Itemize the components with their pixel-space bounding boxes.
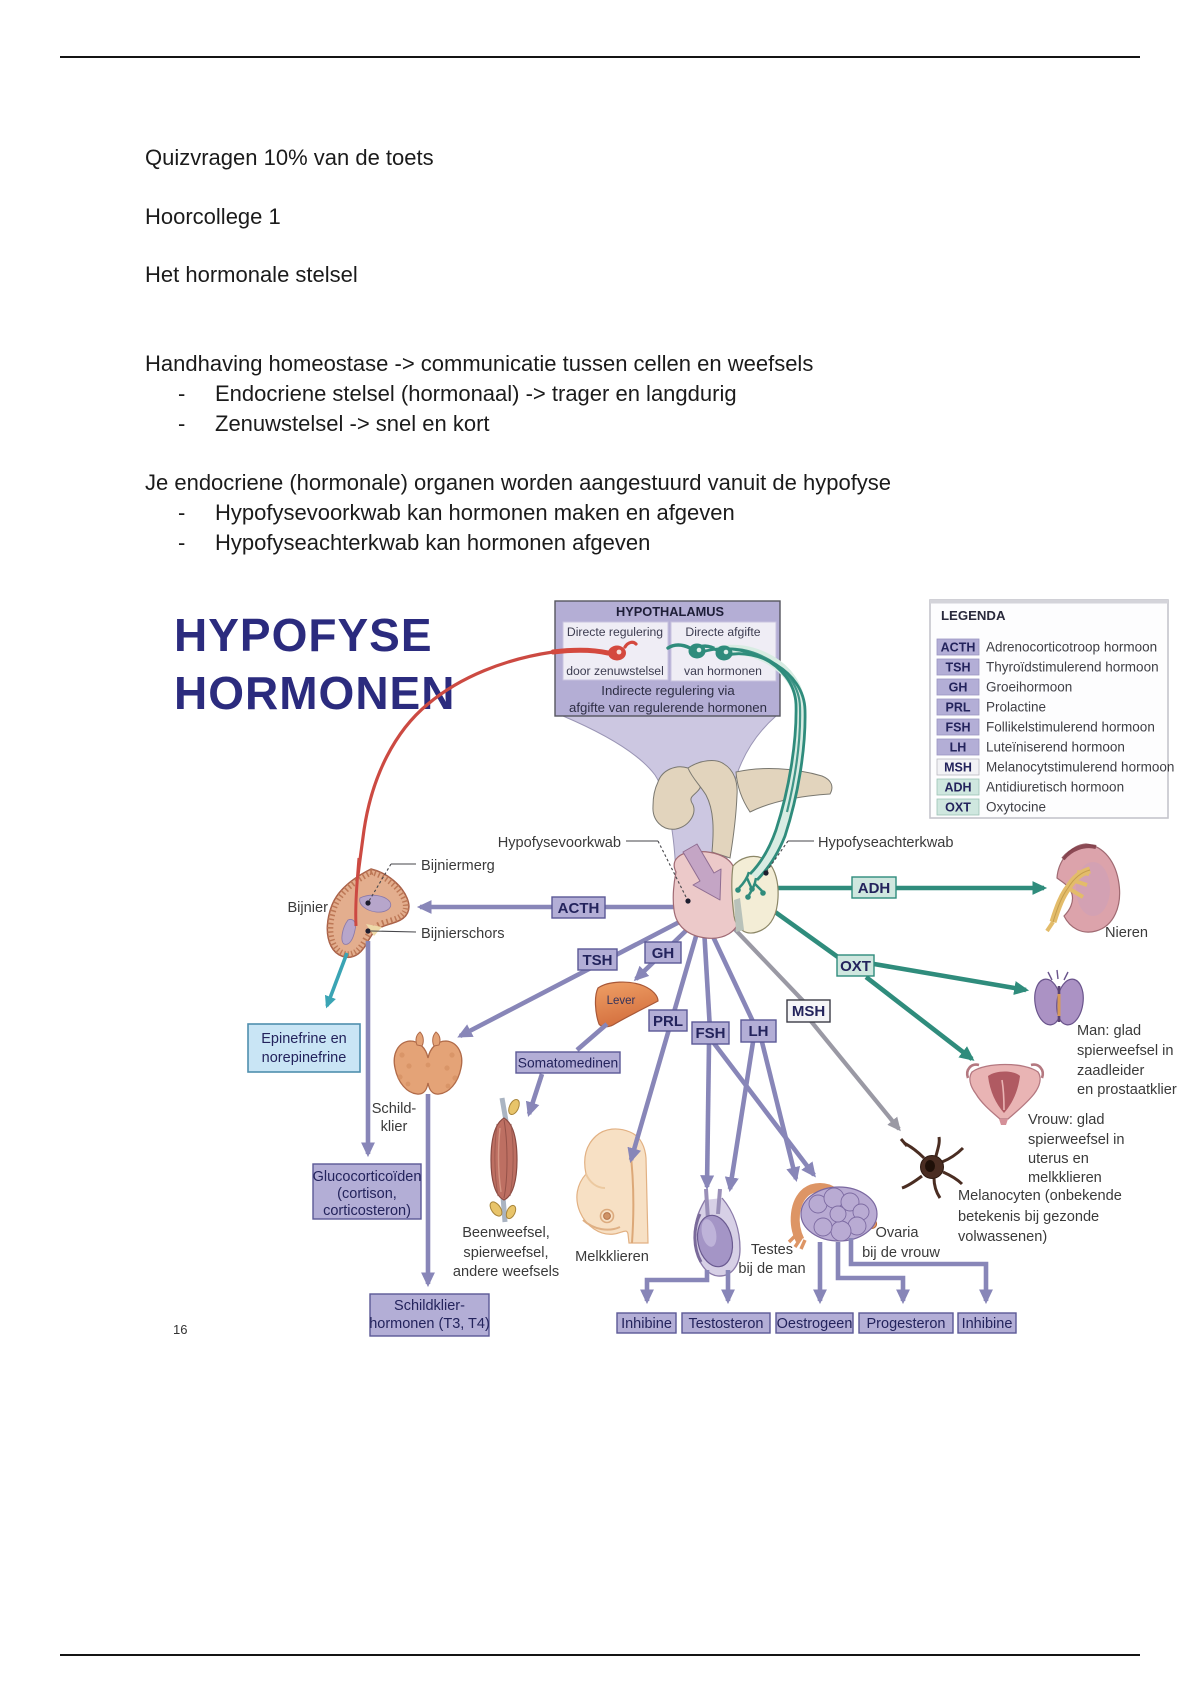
svg-text:ADH: ADH — [858, 880, 891, 897]
svg-text:TSH: TSH — [946, 661, 971, 675]
svg-text:Epinefrine en: Epinefrine en — [261, 1031, 346, 1047]
svg-text:Somatomedinen: Somatomedinen — [518, 1056, 618, 1071]
svg-text:Luteïniserend hormoon: Luteïniserend hormoon — [986, 740, 1125, 755]
svg-text:Melanocytstimulerend hormoon: Melanocytstimulerend hormoon — [986, 760, 1174, 775]
svg-text:Bijniermerg: Bijniermerg — [421, 858, 495, 874]
svg-text:Inhibine: Inhibine — [962, 1316, 1013, 1332]
svg-text:ADH: ADH — [944, 781, 971, 795]
svg-text:volwassenen): volwassenen) — [958, 1229, 1047, 1245]
svg-text:andere weefsels: andere weefsels — [453, 1264, 559, 1280]
svg-text:HORMONEN: HORMONEN — [174, 667, 455, 719]
svg-text:Hypofysevoorkwab: Hypofysevoorkwab — [498, 835, 621, 851]
svg-text:Directe regulering: Directe regulering — [567, 625, 663, 639]
svg-text:LEGENDA: LEGENDA — [941, 608, 1006, 623]
svg-text:Groeihormoon: Groeihormoon — [986, 680, 1072, 695]
svg-text:Oestrogeen: Oestrogeen — [777, 1316, 853, 1332]
svg-text:norepinefrine: norepinefrine — [262, 1050, 347, 1066]
svg-text:afgifte van regulerende hormon: afgifte van regulerende hormonen — [569, 700, 767, 715]
svg-text:spierweefsel in: spierweefsel in — [1028, 1132, 1125, 1148]
svg-text:Testes: Testes — [751, 1242, 793, 1258]
svg-text:bij de vrouw: bij de vrouw — [862, 1245, 940, 1261]
svg-text:Testosteron: Testosteron — [689, 1316, 764, 1332]
svg-text:Oxytocine: Oxytocine — [986, 800, 1046, 815]
svg-text:melkklieren: melkklieren — [1028, 1170, 1102, 1186]
svg-text:OXT: OXT — [840, 958, 871, 975]
svg-text:Beenweefsel,: Beenweefsel, — [462, 1225, 550, 1241]
svg-text:TSH: TSH — [583, 952, 613, 969]
svg-text:Nieren: Nieren — [1105, 925, 1148, 941]
svg-text:hormonen (T3, T4): hormonen (T3, T4) — [369, 1316, 490, 1332]
svg-text:ACTH: ACTH — [558, 900, 600, 917]
svg-text:Bijnierschors: Bijnierschors — [421, 926, 505, 942]
svg-text:betekenis bij gezonde: betekenis bij gezonde — [958, 1209, 1099, 1225]
svg-text:uterus en: uterus en — [1028, 1151, 1089, 1167]
svg-text:LH: LH — [749, 1023, 769, 1040]
svg-text:bij de man: bij de man — [738, 1261, 805, 1277]
svg-text:FSH: FSH — [946, 721, 971, 735]
svg-text:corticosteron): corticosteron) — [323, 1203, 411, 1219]
svg-text:Adrenocorticotroop hormoon: Adrenocorticotroop hormoon — [986, 640, 1157, 655]
svg-text:Man: glad: Man: glad — [1077, 1023, 1141, 1039]
svg-text:GH: GH — [949, 681, 968, 695]
svg-text:PRL: PRL — [946, 701, 971, 715]
svg-text:Follikelstimulerend hormoon: Follikelstimulerend hormoon — [986, 720, 1155, 735]
svg-text:Directe afgifte: Directe afgifte — [685, 625, 760, 639]
svg-text:ACTH: ACTH — [941, 641, 976, 655]
svg-text:Vrouw: glad: Vrouw: glad — [1028, 1112, 1105, 1128]
svg-text:Glucocorticoïden: Glucocorticoïden — [313, 1169, 422, 1185]
svg-text:(cortison,: (cortison, — [337, 1186, 397, 1202]
svg-text:FSH: FSH — [696, 1025, 726, 1042]
svg-text:Ovaria: Ovaria — [876, 1225, 920, 1241]
svg-text:Inhibine: Inhibine — [621, 1316, 672, 1332]
svg-text:zaadleider: zaadleider — [1077, 1063, 1144, 1079]
svg-text:spierweefsel,: spierweefsel, — [463, 1245, 548, 1261]
svg-text:Hypofyseachterkwab: Hypofyseachterkwab — [818, 835, 953, 851]
svg-text:klier: klier — [381, 1119, 408, 1135]
svg-text:Antidiuretisch hormoon: Antidiuretisch hormoon — [986, 780, 1124, 795]
svg-text:MSH: MSH — [792, 1003, 825, 1020]
svg-text:MSH: MSH — [944, 761, 972, 775]
svg-text:door zenuwstelsel: door zenuwstelsel — [566, 664, 664, 678]
svg-text:Thyroïdstimulerend hormoon: Thyroïdstimulerend hormoon — [986, 660, 1159, 675]
svg-text:Prolactine: Prolactine — [986, 700, 1046, 715]
svg-text:Progesteron: Progesteron — [867, 1316, 946, 1332]
svg-text:Lever: Lever — [607, 995, 636, 1007]
svg-text:Melanocyten (onbekende: Melanocyten (onbekende — [958, 1188, 1122, 1204]
svg-text:Indirecte regulering via: Indirecte regulering via — [601, 683, 735, 698]
svg-text:Schildklier-: Schildklier- — [394, 1298, 465, 1314]
svg-text:Bijnier: Bijnier — [287, 900, 328, 916]
svg-text:spierweefsel in: spierweefsel in — [1077, 1043, 1174, 1059]
svg-text:van hormonen: van hormonen — [684, 664, 762, 678]
svg-text:GH: GH — [652, 945, 675, 962]
svg-text:Melkklieren: Melkklieren — [575, 1249, 649, 1265]
svg-text:Schild-: Schild- — [372, 1101, 417, 1117]
svg-text:en prostaatklier: en prostaatklier — [1077, 1082, 1177, 1098]
svg-text:HYPOTHALAMUS: HYPOTHALAMUS — [616, 604, 725, 619]
svg-text:OXT: OXT — [945, 801, 971, 815]
svg-text:LH: LH — [950, 741, 967, 755]
svg-text:HYPOFYSE: HYPOFYSE — [174, 609, 433, 661]
svg-text:PRL: PRL — [653, 1013, 683, 1030]
